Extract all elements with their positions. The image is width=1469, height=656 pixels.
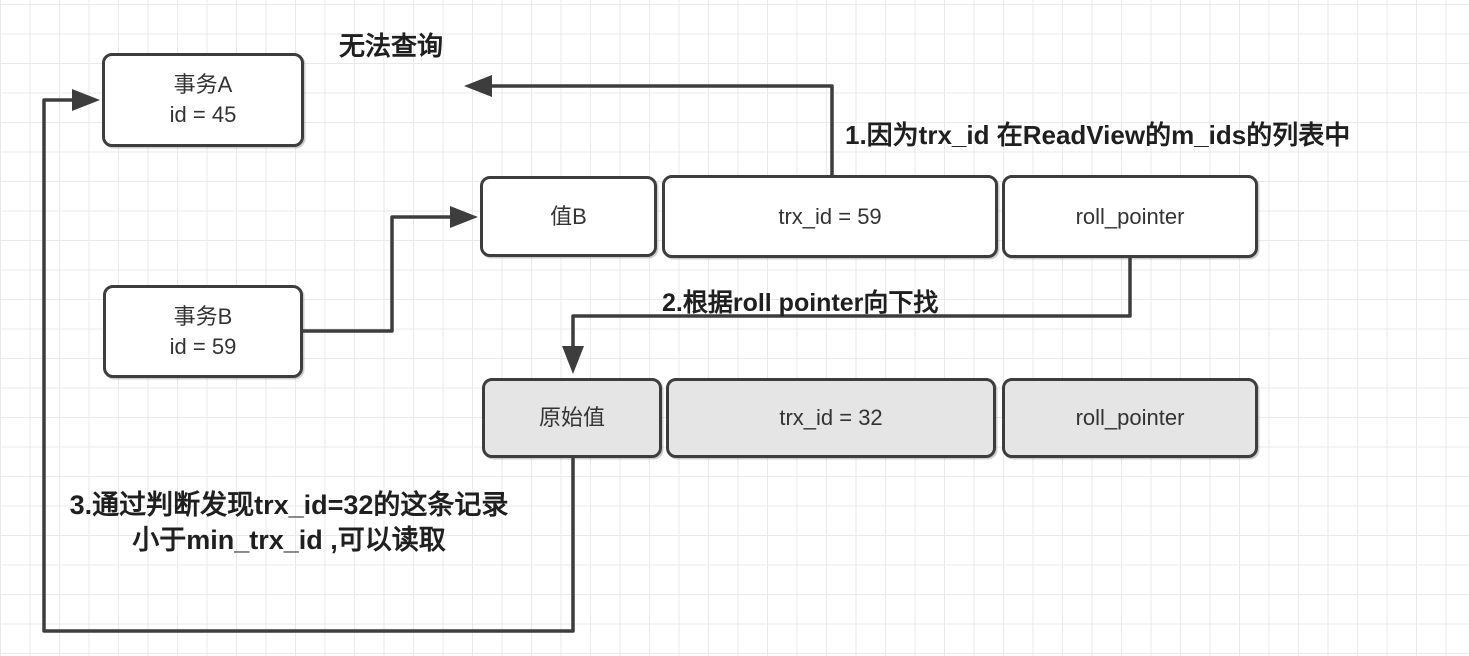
step3-line1: 3.通过判断发现trx_id=32的这条记录 <box>69 490 509 520</box>
trx-id-32-box: trx_id = 32 <box>666 378 996 458</box>
transaction-a-box: 事务A id = 45 <box>102 53 304 147</box>
step1-annotation: 1.因为trx_id 在ReadView的m_ids的列表中 <box>845 120 1351 150</box>
value-b-label: 值B <box>550 203 587 229</box>
original-value-box: 原始值 <box>482 378 662 458</box>
transaction-b-name: 事务B <box>173 303 233 329</box>
transaction-b-box: 事务B id = 59 <box>103 285 303 378</box>
value-b-box: 值B <box>480 176 657 257</box>
transaction-a-name: 事务A <box>173 72 233 97</box>
trx-id-59-box: trx_id = 59 <box>662 175 998 258</box>
roll-pointer-bottom-box: roll_pointer <box>1002 378 1258 458</box>
roll-pointer-top-label: roll_pointer <box>1075 203 1185 229</box>
original-value-label: 原始值 <box>538 405 605 430</box>
trx-id-59-label: trx_id = 59 <box>778 203 882 229</box>
step3-annotation: 3.通过判断发现trx_id=32的这条记录 小于min_trx_id ,可以读… <box>36 488 542 558</box>
arrowhead-right-txnA <box>72 89 100 111</box>
trx-id-32-label: trx_id = 32 <box>779 405 883 430</box>
arrowhead-down-original <box>562 346 584 374</box>
connector-trx59-to-cannot-query <box>492 84 834 175</box>
transaction-b-id: id = 59 <box>169 333 237 359</box>
step3-line2: 小于min_trx_id ,可以读取 <box>132 525 446 555</box>
cannot-query-annotation: 无法查询 <box>339 31 444 61</box>
transaction-a-id: id = 45 <box>169 102 237 127</box>
roll-pointer-bottom-label: roll_pointer <box>1075 405 1185 430</box>
roll-pointer-top-box: roll_pointer <box>1002 175 1258 258</box>
connector-txnB-to-valueB <box>303 215 450 333</box>
arrowhead-right-valueB <box>450 206 478 228</box>
arrowhead-left-cannot-query <box>464 75 492 97</box>
step2-annotation: 2.根据roll pointer向下找 <box>662 289 939 317</box>
